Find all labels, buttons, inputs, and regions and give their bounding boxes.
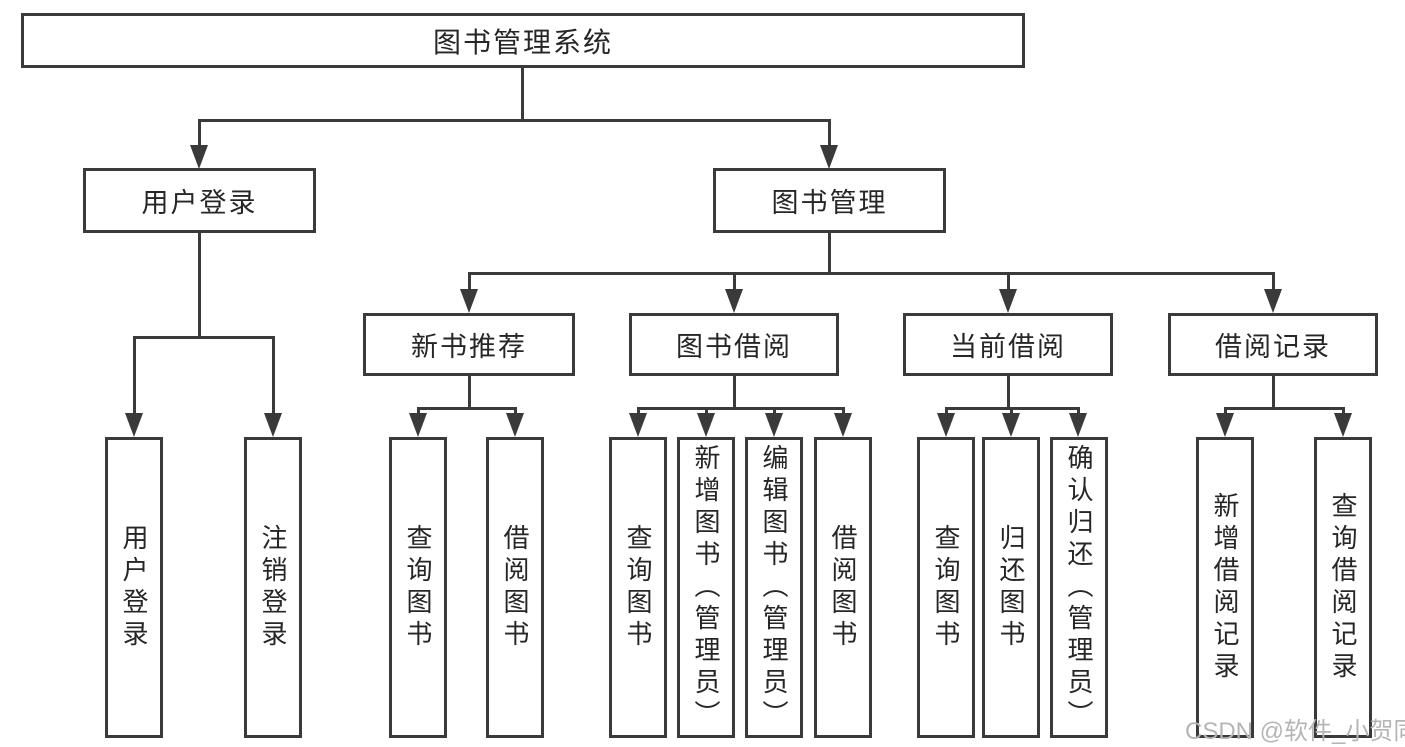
arrowhead-leaf-logout bbox=[264, 413, 282, 437]
leaf-cb-query: 查询图书 bbox=[917, 437, 975, 738]
node-current-borrow: 当前借阅 bbox=[903, 313, 1113, 376]
node-current-borrow-label: 当前借阅 bbox=[950, 332, 1066, 362]
node-book-mgmt: 图书管理 bbox=[713, 168, 946, 233]
node-borrow-record-label: 借阅记录 bbox=[1215, 332, 1331, 362]
leaf-nbr-query: 查询图书 bbox=[389, 437, 447, 738]
leaf-logout: 注销登录 bbox=[244, 437, 302, 738]
arrowhead-new-book-rec bbox=[460, 289, 478, 313]
leaf-bb-borrow-label: 借阅图书 bbox=[828, 523, 858, 652]
leaf-bb-add: 新增图书（管理员） bbox=[677, 437, 735, 738]
connector-book-borrow-stem bbox=[733, 376, 736, 410]
arrowhead-bb-borrow bbox=[834, 413, 852, 437]
leaf-cb-query-label: 查询图书 bbox=[931, 523, 961, 652]
connector-nbr-borrow-drop bbox=[514, 407, 517, 416]
connector-user-login-drop bbox=[198, 119, 201, 147]
node-user-login: 用户登录 bbox=[83, 168, 316, 233]
node-book-borrow: 图书借阅 bbox=[629, 313, 839, 376]
arrowhead-book-borrow bbox=[725, 289, 743, 313]
connector-cb-confirm-drop bbox=[1077, 407, 1080, 416]
node-root-label: 图书管理系统 bbox=[432, 26, 613, 58]
leaf-cb-confirm: 确认归还（管理员） bbox=[1050, 437, 1108, 738]
connector-leaf-logout-drop bbox=[272, 336, 275, 415]
connector-book-mgmt-drop bbox=[828, 119, 831, 147]
node-new-book-rec: 新书推荐 bbox=[363, 313, 575, 376]
connector-user-login-hline bbox=[133, 336, 275, 339]
node-user-login-label: 用户登录 bbox=[141, 188, 258, 218]
leaf-cb-return-label: 归还图书 bbox=[996, 523, 1026, 652]
connector-book-borrow-drop bbox=[733, 272, 736, 292]
arrowhead-nbr-query bbox=[409, 413, 427, 437]
arrowhead-book-mgmt bbox=[820, 145, 838, 169]
node-root: 图书管理系统 bbox=[21, 13, 1025, 68]
node-book-mgmt-label: 图书管理 bbox=[771, 188, 888, 218]
csdn-watermark: CSDN @软件_小贺同学 bbox=[1185, 718, 1405, 745]
connector-user-login-stem bbox=[198, 233, 201, 339]
leaf-cb-return: 归还图书 bbox=[982, 437, 1040, 738]
leaf-br-add-label: 新增借阅记录 bbox=[1210, 491, 1240, 684]
connector-current-borrow-drop bbox=[1007, 272, 1010, 292]
connector-cb-query-drop bbox=[945, 407, 948, 416]
leaf-bb-borrow: 借阅图书 bbox=[814, 437, 872, 738]
leaf-bb-query-label: 查询图书 bbox=[623, 523, 653, 652]
leaf-br-add: 新增借阅记录 bbox=[1196, 437, 1254, 738]
connector-br-add-drop bbox=[1224, 407, 1227, 416]
leaf-br-query-label: 查询借阅记录 bbox=[1328, 491, 1358, 684]
arrowhead-cb-confirm bbox=[1069, 413, 1087, 437]
leaf-bb-query: 查询图书 bbox=[609, 437, 667, 738]
connector-br-query-drop bbox=[1342, 407, 1345, 416]
leaf-logout-label: 注销登录 bbox=[258, 523, 288, 652]
leaf-nbr-borrow-label: 借阅图书 bbox=[500, 523, 530, 652]
connector-l2-hline bbox=[198, 119, 831, 122]
leaf-nbr-borrow: 借阅图书 bbox=[486, 437, 544, 738]
node-book-borrow-label: 图书借阅 bbox=[676, 332, 792, 362]
arrowhead-bb-query bbox=[629, 413, 647, 437]
connector-book-mgmt-stem bbox=[828, 233, 831, 275]
leaf-cb-confirm-label: 确认归还（管理员） bbox=[1064, 443, 1094, 732]
connector-cb-return-drop bbox=[1010, 407, 1013, 416]
arrowhead-borrow-record bbox=[1264, 289, 1282, 313]
leaf-bb-edit: 编辑图书（管理员） bbox=[745, 437, 803, 738]
arrowhead-bb-edit bbox=[765, 413, 783, 437]
arrowhead-cb-query bbox=[937, 413, 955, 437]
arrowhead-nbr-borrow bbox=[506, 413, 524, 437]
connector-root-stem bbox=[521, 68, 524, 122]
connector-br-hline bbox=[1224, 407, 1344, 410]
connector-new-book-rec-stem bbox=[468, 376, 471, 410]
leaf-bb-add-label: 新增图书（管理员） bbox=[691, 443, 721, 732]
connector-current-borrow-stem bbox=[1007, 376, 1010, 410]
arrowhead-leaf-user-login bbox=[125, 413, 143, 437]
connector-bb-hline bbox=[637, 407, 844, 410]
connector-bb-edit-drop bbox=[773, 407, 776, 416]
arrowhead-br-query bbox=[1334, 413, 1352, 437]
leaf-user-login: 用户登录 bbox=[105, 437, 163, 738]
arrowhead-current-borrow bbox=[999, 289, 1017, 313]
arrowhead-user-login bbox=[190, 145, 208, 169]
connector-borrow-record-stem bbox=[1272, 376, 1275, 410]
connector-nbr-query-drop bbox=[417, 407, 420, 416]
leaf-br-query: 查询借阅记录 bbox=[1314, 437, 1372, 738]
connector-leaf-user-login-drop bbox=[133, 336, 136, 415]
leaf-user-login-label: 用户登录 bbox=[119, 523, 149, 652]
arrowhead-bb-add bbox=[697, 413, 715, 437]
connector-borrow-record-drop bbox=[1272, 272, 1275, 292]
connector-bb-borrow-drop bbox=[842, 407, 845, 416]
leaf-bb-edit-label: 编辑图书（管理员） bbox=[759, 443, 789, 732]
connector-bb-add-drop bbox=[705, 407, 708, 416]
arrowhead-br-add bbox=[1216, 413, 1234, 437]
arrowhead-cb-return bbox=[1002, 413, 1020, 437]
connector-l3-hline bbox=[468, 272, 1275, 275]
connector-bb-query-drop bbox=[637, 407, 640, 416]
connector-new-book-rec-drop bbox=[468, 272, 471, 292]
node-borrow-record: 借阅记录 bbox=[1168, 313, 1378, 376]
node-new-book-rec-label: 新书推荐 bbox=[411, 332, 527, 362]
connector-nbr-hline bbox=[417, 407, 516, 410]
leaf-nbr-query-label: 查询图书 bbox=[403, 523, 433, 652]
